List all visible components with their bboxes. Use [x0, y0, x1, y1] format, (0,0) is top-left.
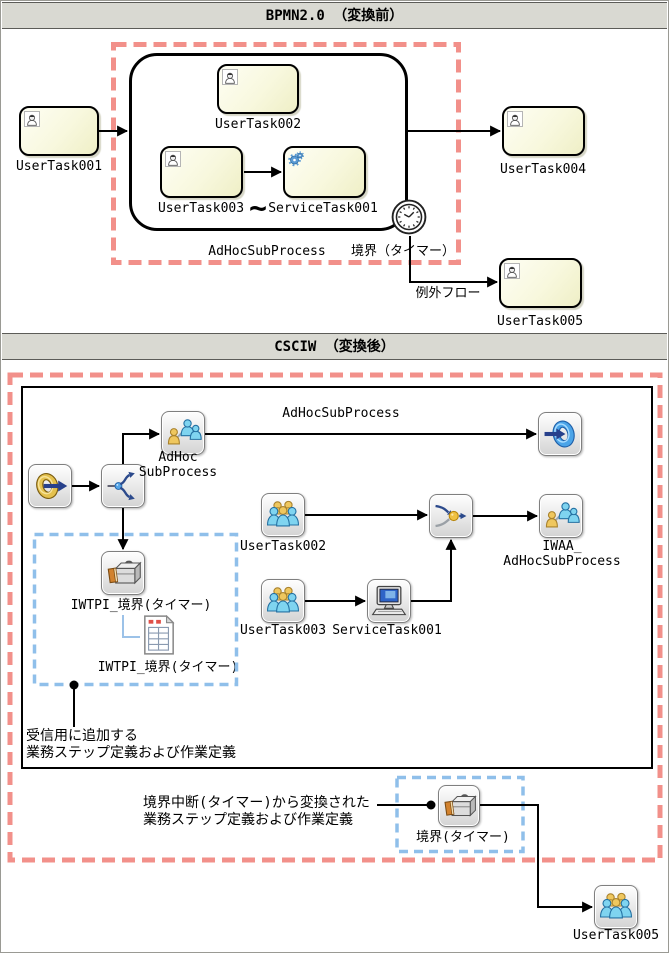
blue-ring-arrow-icon: [544, 420, 575, 448]
label-usertask003: UserTask003: [157, 201, 245, 216]
after-node-usertask005: [594, 885, 638, 929]
people-group-icon: [599, 892, 633, 919]
label-boundary-step: 境界(タイマー): [416, 830, 510, 845]
user-task-type-icon: [504, 263, 520, 279]
adhoc-subprocess-node: [161, 411, 205, 455]
after-section-title: CSCIW （変換後）: [274, 339, 395, 355]
label-servicetask001: ServiceTask001: [268, 201, 378, 216]
label-iwtpi-work: IWTPI_境界(タイマー): [97, 660, 239, 675]
label-after-usertask003: UserTask003: [239, 623, 327, 638]
node-usertask005: [499, 258, 582, 308]
iwaa-adhocsubprocess-node: [539, 494, 583, 538]
label-usertask004: UserTask004: [499, 162, 587, 177]
flow-timer-to-ut005: [409, 236, 499, 288]
label-after-servicetask001: ServiceTask001: [332, 623, 442, 638]
label-exception-flow: 例外フロー: [415, 286, 481, 301]
user-task-type-icon: [507, 111, 523, 127]
node-usertask003: [160, 146, 243, 198]
org-people-icon: [167, 419, 202, 445]
label-boundary-timer: 境界（タイマー）: [350, 244, 456, 259]
after-node-usertask002: [261, 493, 305, 537]
label-usertask005: UserTask005: [496, 314, 584, 329]
briefcase-book-icon: [107, 560, 142, 585]
person-bust-icon: [27, 114, 37, 126]
gold-ring-arrow-icon: [36, 473, 68, 499]
briefcase-book-icon: [444, 794, 477, 817]
gears-icon: [288, 151, 305, 167]
document-table-icon: [144, 614, 175, 655]
person-bust-icon: [168, 154, 178, 166]
node-usertask001: [19, 106, 99, 156]
label-adhoc-node: AdHoc SubProcess: [138, 450, 218, 480]
iwtpi-step-node: [101, 551, 145, 595]
node-servicetask001: [283, 146, 366, 198]
flow-boundary-to-ut005: [480, 804, 594, 913]
user-task-type-icon: [165, 151, 181, 167]
merge-arrows-ball-icon: [435, 504, 467, 528]
before-section-title: BPMN2.0 （変換前）: [265, 8, 404, 24]
iwtpi-work-definition: [142, 614, 176, 659]
note-added-for-receiving: 受信用に追加する 業務ステップ定義および作業定義: [26, 728, 236, 761]
label-adhoc-flow: AdHocSubProcess: [282, 406, 400, 421]
join-node: [429, 494, 473, 538]
after-node-servicetask001: [367, 579, 411, 623]
user-task-type-icon: [24, 111, 40, 127]
before-section-header: BPMN2.0 （変換前）: [2, 2, 667, 29]
note-converted-callout-dot: [426, 800, 436, 810]
start-node: [28, 464, 72, 508]
label-iwtpi-step: IWTPI_境界(タイマー): [70, 598, 212, 613]
label-iwaa-node: IWAA_ AdHocSubProcess: [503, 539, 621, 569]
label-after-usertask002: UserTask002: [239, 539, 327, 554]
person-bust-icon: [507, 266, 517, 278]
user-task-type-icon: [222, 69, 238, 85]
org-people-icon: [545, 502, 580, 528]
label-usertask001: UserTask001: [15, 159, 103, 174]
person-bust-icon: [225, 72, 235, 84]
service-task-type-icon: [288, 151, 305, 167]
timer-boundary-event: [390, 198, 428, 240]
node-usertask002: [217, 64, 299, 114]
branch-arrows-icon: [107, 471, 135, 501]
label-adhocsubprocess: AdHocSubProcess: [208, 244, 326, 259]
people-group-icon: [266, 586, 300, 613]
clock-double-circle-icon: [391, 199, 427, 235]
node-usertask004: [502, 106, 585, 156]
after-section-header: CSCIW （変換後）: [2, 333, 667, 360]
desktop-computer-icon: [371, 585, 407, 616]
people-group-icon: [266, 500, 300, 527]
note-converted-from-boundary: 境界中断(タイマー)から変換された 業務ステップ定義および作業定義: [143, 795, 370, 828]
boundary-timer-step-node: [438, 785, 480, 827]
adhoc-tilde-marker: ~: [248, 191, 268, 226]
person-bust-icon: [510, 114, 520, 126]
label-usertask002: UserTask002: [214, 117, 302, 132]
after-node-usertask003: [261, 579, 305, 623]
label-after-usertask005: UserTask005: [572, 928, 660, 943]
end-node: [538, 412, 582, 456]
